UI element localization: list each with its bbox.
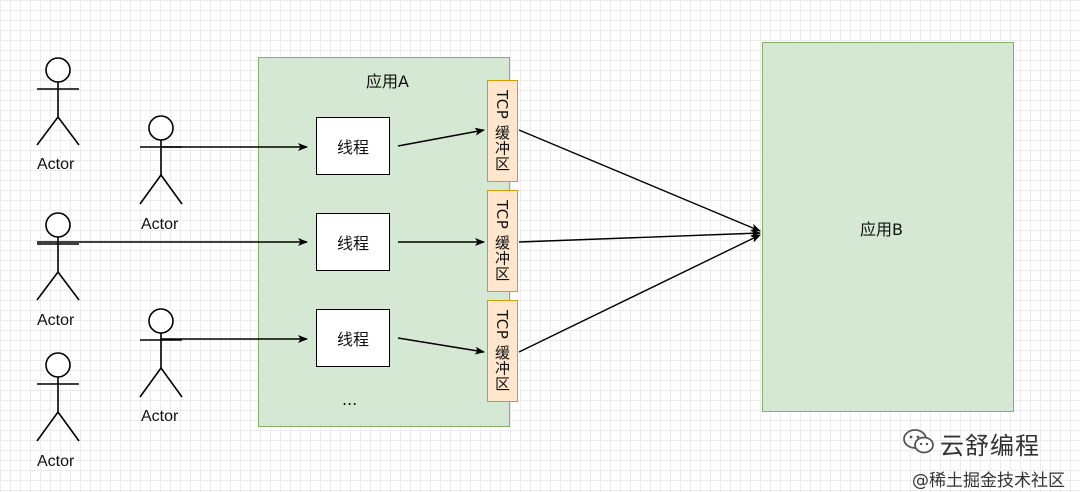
app-b-title: 应用B [860, 220, 903, 239]
tcp-buffer-1-label: TCP 缓冲区 [493, 90, 511, 172]
tcp-buffer-1: TCP 缓冲区 [487, 80, 518, 182]
actor-label-2: Actor [141, 216, 179, 233]
thread-more-ellipsis: ... [342, 390, 358, 409]
actor-label-4: Actor [141, 408, 179, 425]
tcp-buffer-2-label: TCP 缓冲区 [493, 200, 511, 282]
actor-label-1: Actor [37, 156, 75, 173]
actor-figure-4 [139, 308, 183, 398]
arrow-buffer-to-app-b-2 [518, 229, 761, 243]
actor-label-3: Actor [37, 312, 75, 329]
tcp-buffer-3: TCP 缓冲区 [487, 300, 518, 402]
actor-figure-5 [36, 352, 80, 442]
actor-figure-1 [36, 57, 80, 146]
arrow-buffer-to-app-b-3 [518, 234, 761, 353]
thread-box-3: 线程 [316, 309, 390, 367]
arrow-thread-to-buffer-3 [397, 337, 485, 355]
thread-box-1: 线程 [316, 117, 390, 175]
app-b-container [762, 42, 1014, 412]
watermark-source: @稀土掘金技术社区 [912, 471, 1065, 491]
thread-box-2: 线程 [316, 213, 390, 271]
tcp-buffer-2: TCP 缓冲区 [487, 190, 518, 292]
tcp-buffer-3-label: TCP 缓冲区 [493, 310, 511, 392]
arrow-thread-to-buffer-1 [397, 127, 485, 147]
arrow-buffer-to-app-b-1 [518, 129, 761, 232]
wechat-icon [903, 429, 934, 454]
actor-figure-2 [139, 115, 183, 205]
watermark-account-name: 云舒编程 [940, 432, 1040, 460]
actor-figure-3 [36, 212, 80, 301]
app-a-title: 应用A [366, 72, 409, 91]
actor-label-5: Actor [37, 453, 75, 470]
